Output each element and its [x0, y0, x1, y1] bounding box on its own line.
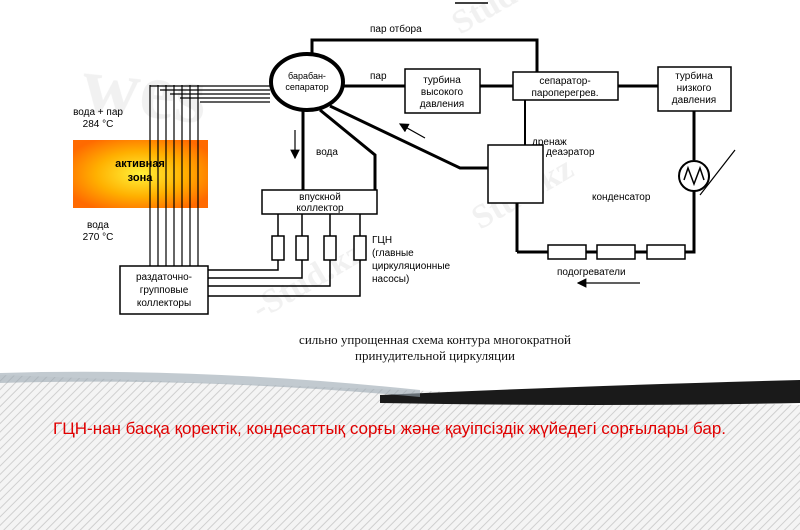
hp-turbine	[404, 68, 481, 114]
heater	[646, 244, 686, 260]
diagram-caption: сильно упрощенная схема контура многокра…	[299, 332, 571, 347]
pumps-label: циркуляционные	[372, 261, 451, 272]
drum-separator	[269, 52, 345, 112]
steam-extraction-label: пар отбора	[370, 23, 422, 35]
drainage-label: дренаж	[532, 137, 567, 148]
pumps-label: (главные	[372, 248, 414, 259]
active-zone-label: зона	[128, 172, 154, 184]
pipe	[319, 108, 377, 190]
drum-label: сепаратор	[285, 82, 328, 92]
hp-turbine-label: давления	[420, 99, 464, 110]
pipe	[670, 191, 696, 254]
steam-extraction-pipe	[310, 38, 539, 72]
hp-turbine-label: турбина	[423, 74, 461, 86]
distribution-label: групповые	[140, 285, 189, 296]
riser-pipes	[150, 85, 270, 103]
water-in-temp: 270 °С	[83, 232, 114, 243]
drum-label: барабан-	[288, 71, 326, 81]
condenser-label: конденсатор	[592, 192, 651, 203]
condenser-coil-icon	[678, 160, 710, 192]
main-circulation-pumps	[271, 214, 367, 261]
lp-turbine	[657, 66, 732, 112]
water-steam-temp: 284 °С	[83, 119, 114, 130]
water-in-label: вода	[87, 220, 109, 231]
separator-label: сепаратор-	[539, 76, 590, 87]
diagram-caption: принудительной циркуляции	[355, 348, 515, 363]
deaerator-label: деаэратор	[546, 147, 595, 158]
deaerator	[487, 144, 544, 204]
hp-turbine-label: высокого	[421, 87, 464, 98]
body-text: ГЦН-нан басқа қоректік, кондесаттық сорғ…	[53, 419, 727, 438]
lp-turbine-label: турбина	[675, 70, 713, 82]
decorative-band	[0, 371, 800, 530]
active-zone-label: активная	[115, 158, 165, 170]
heater	[547, 244, 587, 260]
heater	[596, 244, 636, 260]
steam-label: пар	[370, 71, 387, 82]
pumps-label: ГЦН	[372, 235, 392, 246]
lp-turbine-label: давления	[672, 95, 716, 106]
distribution-collectors	[119, 265, 209, 315]
separator-superheater	[512, 71, 619, 101]
separator-label: пароперегрев.	[531, 88, 598, 99]
svg-text:wes: wes	[78, 40, 211, 141]
reactor-circuit-diagram: wes Stud.kz -Stud.kz Stud.kz активная зо…	[73, 0, 736, 327]
watermark-text: Stud.kz	[446, 0, 560, 42]
flow-arrow	[398, 123, 426, 139]
lp-turbine-label: низкого	[677, 83, 712, 94]
inlet-collector-label: впускной	[299, 192, 341, 203]
condenser-pointer	[699, 149, 736, 196]
pipe	[329, 104, 488, 170]
water-label: вода	[316, 147, 338, 158]
inlet-collector-label: коллектор	[296, 203, 344, 214]
distribution-label: раздаточно-	[136, 272, 192, 283]
distribution-label: коллекторы	[137, 298, 191, 309]
pump-outlet-pipes	[208, 260, 361, 297]
pumps-label: насосы)	[372, 274, 409, 285]
fuel-channels	[149, 85, 199, 270]
active-zone	[73, 140, 208, 208]
heaters-label: подогреватели	[557, 267, 626, 278]
inlet-collector	[261, 189, 378, 215]
water-steam-label: вода + пар	[73, 107, 123, 118]
